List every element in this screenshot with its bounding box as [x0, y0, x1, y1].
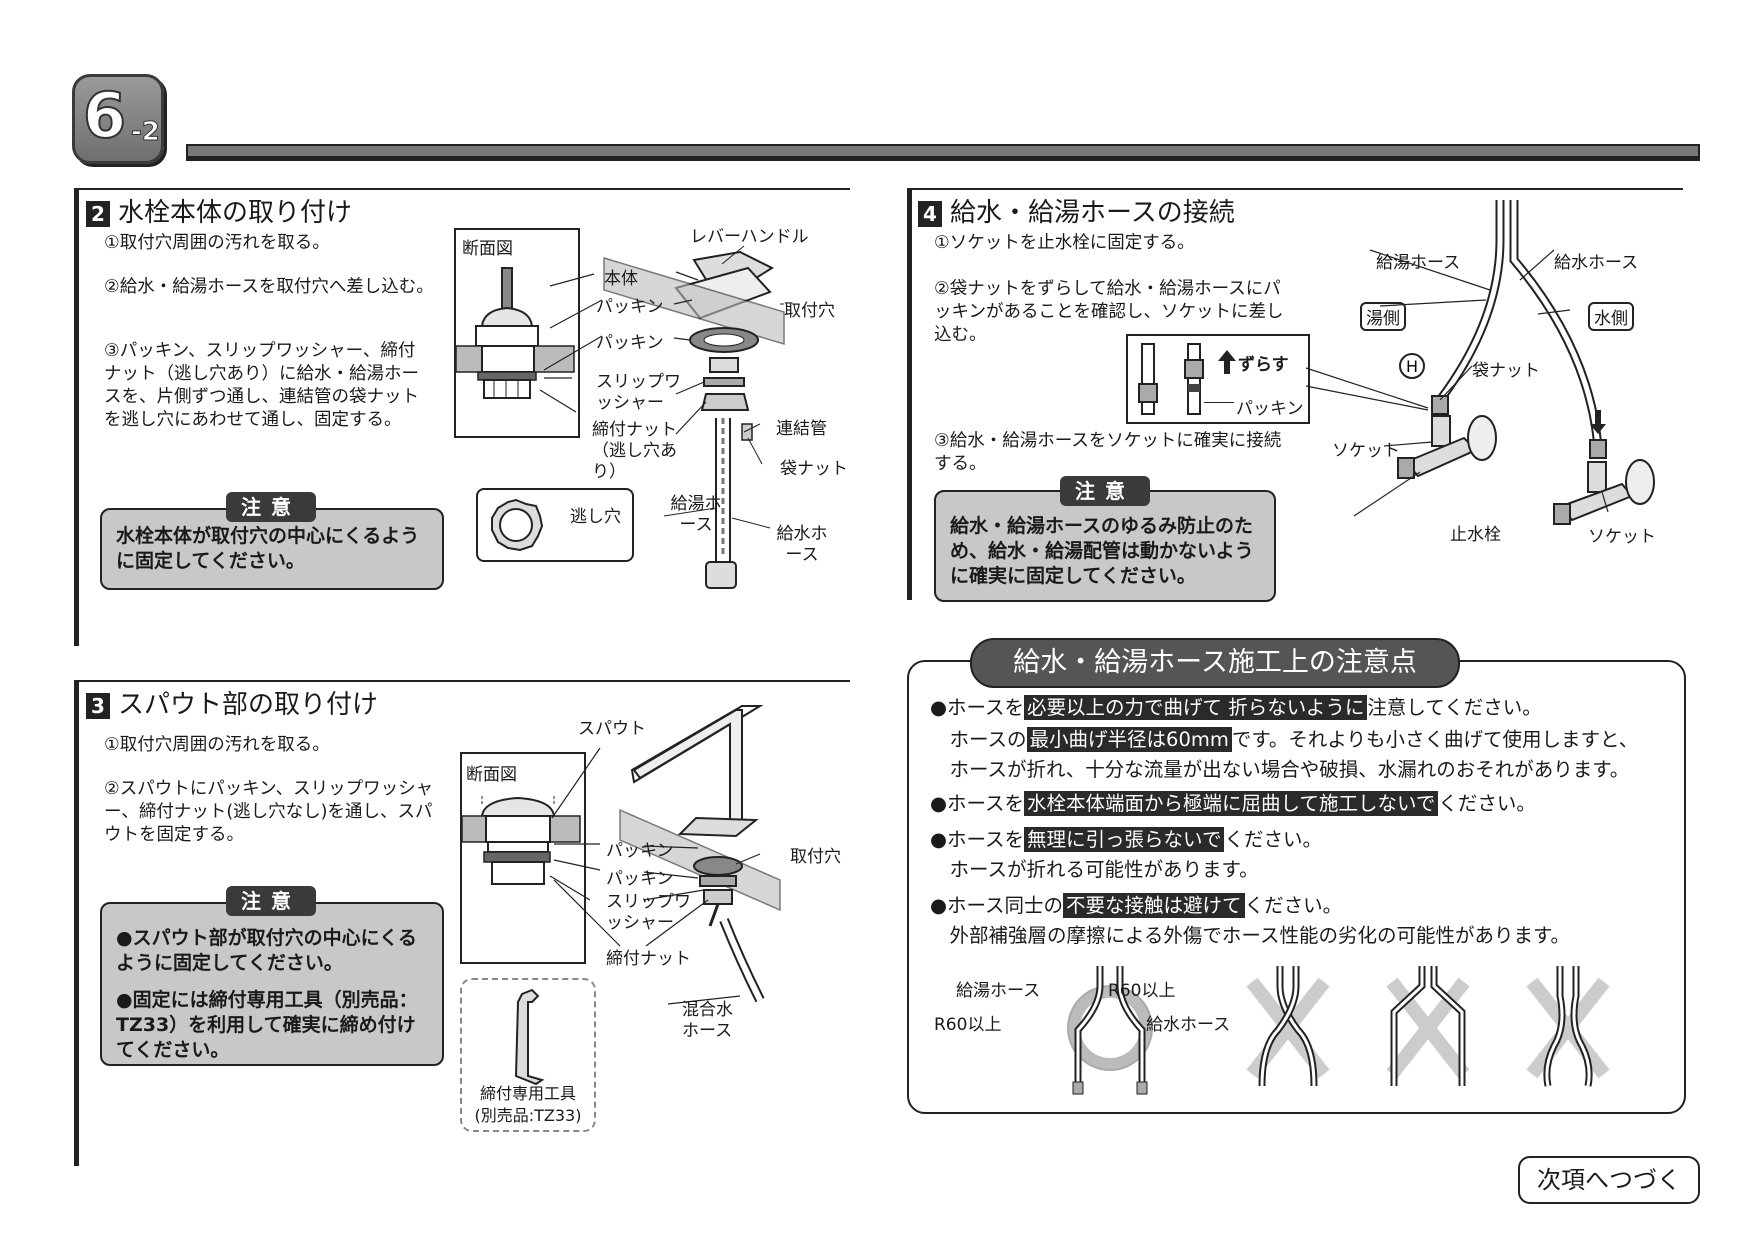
wrong-crossed-hoses [1246, 966, 1330, 1087]
sec3-label-spout: スパウト [578, 719, 646, 739]
section3-rule [74, 680, 850, 682]
sec2-label-bagnut: 袋ナット [780, 459, 848, 479]
sec3-label-hole: 取付穴 [790, 847, 841, 867]
header-bar [186, 144, 1700, 158]
note-line-3: ホースが折れ、十分な流量が出ない場合や破損、水漏れのおそれがあります。 [930, 758, 1630, 781]
sec3-tool-box: 締付専用工具 (別売品:TZ33) [460, 978, 596, 1132]
sec4-step1: ①ソケットを止水栓に固定する。 [934, 233, 1195, 253]
sec3-caution-head: 注意 [226, 886, 316, 916]
hose-bend-diagrams [1067, 966, 1610, 1095]
escape-hole-icon [491, 498, 544, 552]
wrong-sharp-bend [1386, 966, 1470, 1086]
note-line-1: ●ホースを必要以上の力で曲げて 折らないように注意してください。 [930, 695, 1542, 720]
note-line-8: 外部補強層の摩擦による外傷でホース性能の劣化の可能性があります。 [930, 924, 1571, 947]
sec4-label-hot-hose: 給湯ホース [1376, 253, 1461, 273]
note-diagram-r60-left: R60以上 [934, 1015, 1002, 1035]
sec4-detail-hoses [1138, 343, 1204, 415]
notes-title: 給水・給湯ホース施工上の注意点 [970, 638, 1460, 688]
sec3-label-nut: 締付ナット [606, 949, 691, 969]
sec4-label-hot-side: 湯側 [1360, 302, 1406, 331]
sec2-label-escape: 逃し穴 [570, 507, 621, 527]
note-line-5: ●ホースを無理に引っ張らないでください。 [930, 827, 1322, 852]
sec2-label-packing2: パッキン [596, 333, 664, 353]
sec3-spout-illustration [461, 705, 781, 1005]
wrong-contact [1526, 966, 1610, 1087]
sec2-label-pipe: 連結管 [776, 419, 827, 439]
sec3-label-section: 断面図 [466, 765, 517, 785]
sec2-caution-head: 注意 [226, 492, 316, 522]
sec2-caution-text: 水栓本体が取付穴の中心にくるように固定してください。 [116, 525, 420, 572]
badge-sub: -2 [131, 117, 161, 148]
sec2-label-body: 本体 [604, 269, 638, 289]
sec2-label-hole: 取付穴 [784, 301, 835, 321]
section2-rule [74, 188, 850, 190]
sec3-step2: ②スパウトにパッキン、スリップワッシャー、締付ナット(逃し穴なし)を通し、スパウ… [104, 779, 434, 845]
sec2-label-hot-hose: 給湯ホース [670, 494, 722, 535]
section4-rule [907, 188, 1683, 190]
sec2-step3: ③パッキン、スリップワッシャー、締付ナット（逃し穴あり）に給水・給湯ホースを、片… [104, 341, 419, 430]
sec2-label-lever: レバーハンドル [690, 227, 809, 247]
section2-bar [74, 188, 79, 646]
sec2-label-packing1: パッキン [596, 297, 664, 317]
sec4-label-socket1: ソケット [1332, 441, 1400, 461]
sec4-label-cold-side: 水側 [1588, 302, 1634, 331]
wrench-tool-icon [514, 988, 545, 1086]
sec4-caution-box: 給水・給湯ホースのゆるみ防止のため、給水・給湯配管は動かないように確実に固定して… [934, 490, 1276, 602]
sec3-label-mix-hose: 混合水ホース [682, 1000, 733, 1041]
sec4-detail-box: ずらす パッキン [1126, 334, 1310, 424]
sec3-label-slip: スリップワッシャー [606, 892, 691, 933]
note-line-4: ●ホースを水栓本体端面から極端に屈曲して施工しないでください。 [930, 791, 1536, 816]
sec4-label-socket2: ソケット [1588, 527, 1656, 547]
sec3-caution-2: ●固定には締付専用工具（別売品：TZ33）を利用して確実に締め付けてください。 [116, 989, 418, 1061]
sec4-label-h: H [1406, 357, 1418, 376]
sec2-label-section: 断面図 [462, 239, 513, 259]
note-diagram-r60-right: R60以上 [1108, 981, 1176, 1001]
sec2-step1: ①取付穴周囲の汚れを取る。 [104, 233, 330, 253]
sec2-label-slip: スリップワッシャー [596, 372, 681, 413]
sec3-caution-box: ●スパウト部が取付穴の中心にくるように固定してください。 ●固定には締付専用工具… [100, 902, 444, 1066]
sec3-step1: ①取付穴周囲の汚れを取る。 [104, 735, 330, 755]
sec4-label-packing: パッキン [1236, 399, 1304, 419]
sec4-label-shift: ずらす [1238, 355, 1289, 375]
sec4-label-stop-valve: 止水栓 [1450, 525, 1501, 545]
note-line-7: ●ホース同士の不要な接触は避けてください。 [930, 893, 1343, 918]
section-badge: 6 -2 [72, 74, 164, 164]
section4-bar [907, 188, 912, 600]
arrow-up-icon [1218, 350, 1236, 374]
sec2-label-cold-hose: 給水ホース [776, 524, 828, 565]
sec4-caution-text: 給水・給湯ホースのゆるみ防止のため、給水・給湯配管は動かないように確実に固定して… [950, 515, 1254, 587]
section3-bar [74, 680, 79, 1166]
note-line-6: ホースが折れる可能性があります。 [930, 858, 1259, 881]
sec2-section-view [454, 228, 580, 438]
sec3-label-tool-sub: (別売品:TZ33) [474, 1106, 582, 1125]
sec3-label-tool: 締付専用工具 [479, 1084, 576, 1103]
header-rule [186, 158, 1700, 161]
sec3-label-packing1: パッキン [606, 841, 674, 861]
sec3-caution-1: ●スパウト部が取付穴の中心にくるように固定してください。 [116, 927, 417, 974]
sec4-label-cold-hose: 給水ホース [1554, 253, 1639, 273]
sec4-valve-illustration: H [1305, 200, 1655, 525]
sec2-faucet-illustration [455, 245, 785, 589]
sec2-label-nut: 締付ナット（逃し穴あり） [592, 420, 677, 482]
sec2-step2: ②給水・給湯ホースを取付穴へ差し込む。 [104, 277, 434, 297]
note-diagram-hot-hose: 給湯ホース [956, 981, 1041, 1001]
sec2-escape-detail: 逃し穴 [476, 488, 634, 562]
sec4-label-bag-nut: 袋ナット [1472, 361, 1540, 381]
sec4-caution-head: 注意 [1060, 476, 1150, 506]
sec4-step3: ③給水・給湯ホースをソケットに確実に接続する。 [934, 431, 1282, 474]
sec3-label-packing2: パッキン [606, 869, 674, 889]
sec4-step2: ②袋ナットをずらして給水・給湯ホースにパッキンがあることを確認し、ソケットに差し… [934, 279, 1284, 345]
badge-number: 6 [82, 78, 127, 153]
next-page-label: 次項へつづく [1518, 1156, 1700, 1204]
sec3-section-view [460, 752, 586, 964]
note-diagram-cold-hose: 給水ホース [1146, 1015, 1231, 1035]
